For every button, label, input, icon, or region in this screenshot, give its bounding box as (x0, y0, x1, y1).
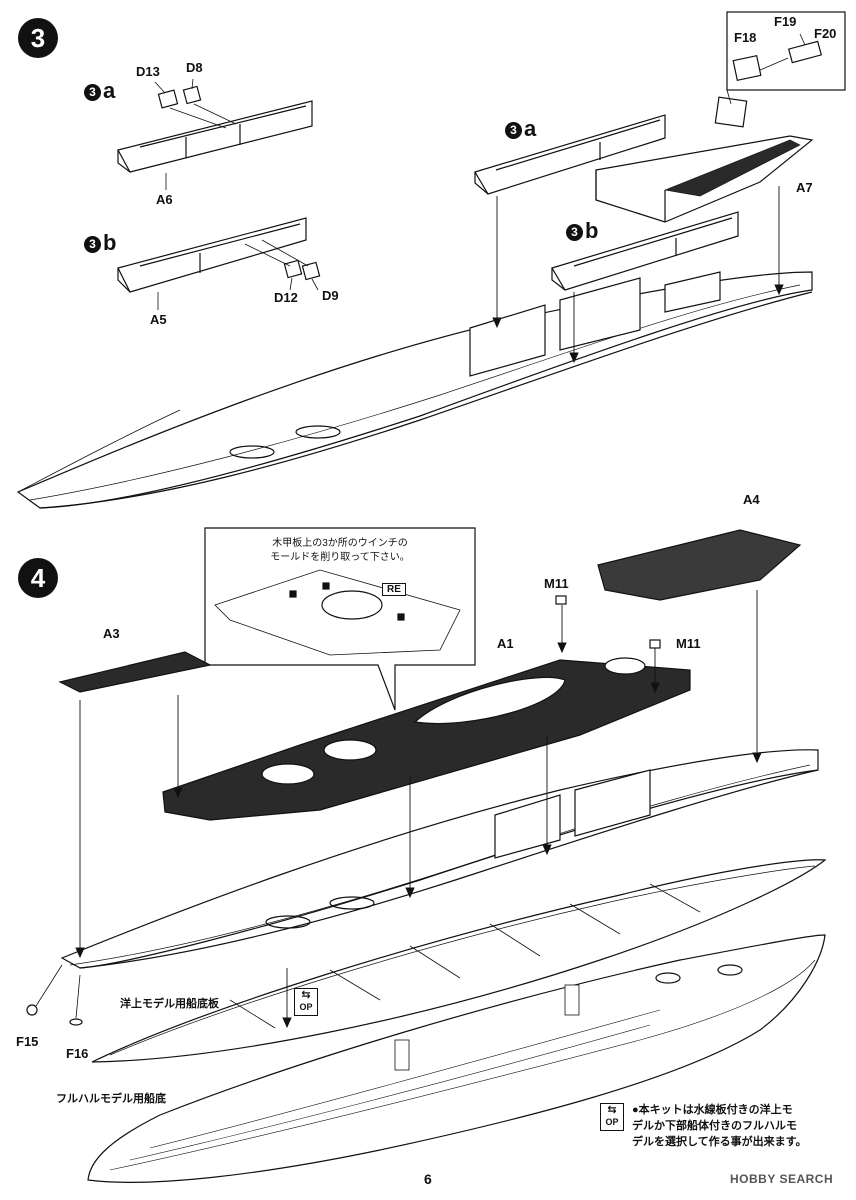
label-a4: A4 (743, 492, 760, 507)
waterline-plate-drawing (91, 859, 827, 1063)
part-a7-drawing (595, 96, 814, 223)
callout-note-line1: 木甲板上の3か所のウインチの (272, 538, 408, 549)
label-a5: A5 (150, 312, 167, 327)
part-a1-deck-drawing (162, 595, 691, 821)
label-f16: F16 (66, 1046, 89, 1061)
label-m11-a: M11 (544, 576, 569, 591)
swap-arrow-icon: ⇆ (301, 989, 311, 1001)
callout-note: 木甲板上の3か所のウインチの モールドを削り取って下さい。 (225, 537, 455, 565)
fullhull-label: フルハルモデル用船底 (56, 1093, 166, 1105)
step-4-marker: 4 (18, 558, 58, 598)
label-a1: A1 (497, 636, 514, 651)
part-3a-right-drawing (474, 114, 666, 195)
footnote-line3: デルを選択して作る事が出来ます。 (632, 1136, 807, 1148)
footnote: ●本キットは水線板付きの洋上モ デルか下部船体付きのフルハルモ デルを選択して作… (632, 1102, 807, 1150)
page-number: 6 (424, 1171, 432, 1187)
part-f16-drawing (69, 1018, 83, 1026)
footnote-line1: ●本キットは水線板付きの洋上モ (632, 1104, 793, 1116)
hull-step3-drawing (16, 271, 813, 509)
waterline-label: 洋上モデル用船底板 (120, 998, 219, 1010)
label-a6: A6 (156, 192, 173, 207)
label-d13: D13 (136, 64, 160, 79)
label-a7: A7 (796, 180, 813, 195)
callout-box (204, 527, 476, 711)
part-a6-drawing (117, 78, 313, 190)
callout-note-line2: モールドを削り取って下さい。 (270, 552, 410, 563)
full-hull-drawing (87, 934, 826, 1183)
label-d12: D12 (274, 290, 298, 305)
label-d9: D9 (322, 288, 339, 303)
optional-icon-footnote: ⇆ OP (600, 1103, 624, 1131)
arrows-step3 (492, 186, 784, 364)
part-f15-drawing (26, 1004, 38, 1016)
label-d8: D8 (186, 60, 203, 75)
part-3b-right-drawing (551, 211, 739, 291)
arrows-step4 (75, 590, 762, 1029)
watermark: HOBBY SEARCH (730, 1172, 834, 1186)
re-tag: RE (382, 583, 406, 596)
label-f15: F15 (16, 1034, 39, 1049)
swap-arrow-icon: ⇆ (607, 1104, 617, 1116)
hull-step4-drawing (60, 749, 819, 969)
label-f18: F18 (734, 30, 757, 45)
label-a3: A3 (103, 626, 120, 641)
part-a4-drawing (597, 529, 802, 601)
label-f19: F19 (774, 14, 797, 29)
f-parts-inset (726, 11, 846, 105)
part-a5-drawing (117, 217, 321, 310)
optional-icon-main: ⇆ OP (294, 988, 318, 1016)
footnote-line2: デルか下部船体付きのフルハルモ (632, 1120, 797, 1132)
step-3-marker: 3 (18, 18, 58, 58)
label-f20: F20 (814, 26, 837, 41)
part-a3-drawing (58, 651, 212, 693)
label-m11-b: M11 (676, 636, 701, 651)
